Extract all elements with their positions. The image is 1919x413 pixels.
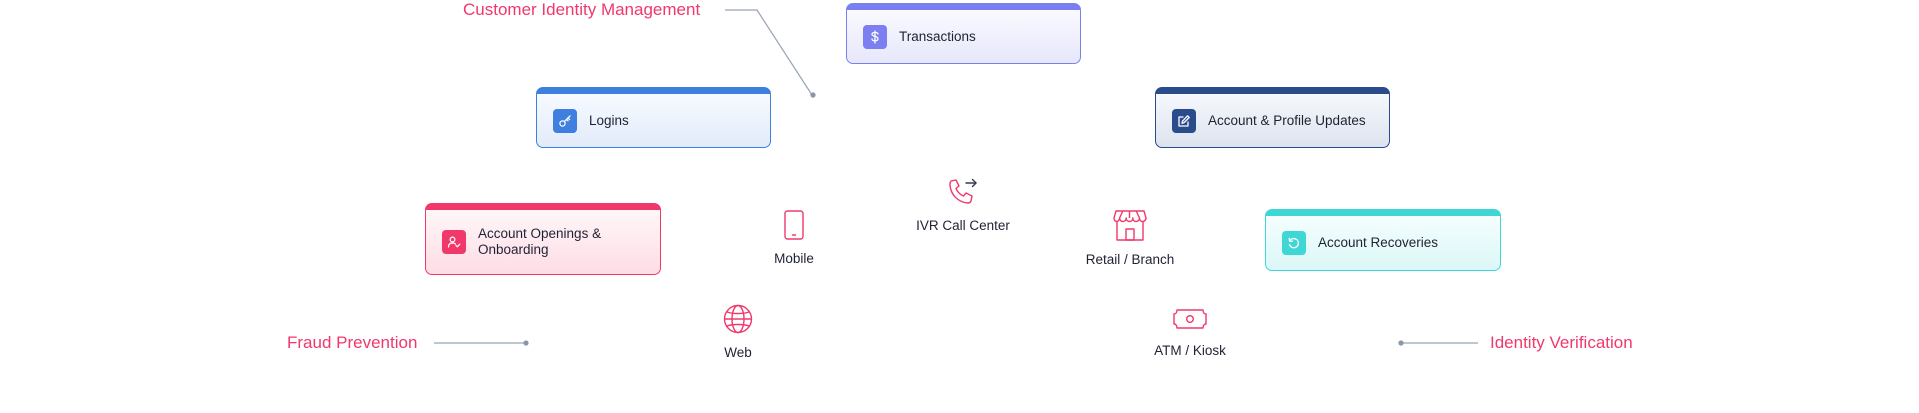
connector-dot (810, 92, 816, 98)
banknote-icon (1173, 309, 1207, 329)
channel-label: Web (724, 345, 752, 360)
channel-label: ATM / Kiosk (1154, 343, 1226, 358)
card-account-recoveries[interactable]: Account Recoveries (1265, 209, 1501, 271)
card-label: Account & Profile Updates (1208, 112, 1366, 128)
globe-icon (723, 304, 753, 334)
key-icon (553, 108, 577, 133)
card-label: Account Openings & Onboarding (478, 226, 602, 257)
callout-customer-identity-management: Customer Identity Management (463, 0, 701, 19)
edit-icon (1172, 108, 1196, 133)
phone-forward-icon (949, 178, 977, 204)
mobile-icon (784, 210, 804, 240)
connector-customer-identity (725, 9, 813, 96)
card-transactions[interactable]: Transactions (846, 3, 1081, 64)
channel-label: Mobile (774, 251, 814, 266)
callout-identity-verification: Identity Verification (1490, 333, 1633, 352)
channel-web: Web (688, 303, 788, 360)
channel-ivr-call-center: IVR Call Center (903, 176, 1023, 233)
channel-atm-kiosk: ATM / Kiosk (1130, 305, 1250, 358)
card-label: Account Recoveries (1318, 235, 1439, 250)
connector-dot (1398, 340, 1404, 346)
refresh-icon (1282, 231, 1306, 255)
callout-fraud-prevention: Fraud Prevention (287, 333, 418, 352)
user-check-icon (442, 230, 466, 254)
dollar-icon (863, 24, 887, 49)
channel-label: Retail / Branch (1085, 252, 1175, 267)
channel-retail-branch: Retail / Branch (1070, 208, 1190, 267)
channel-mobile: Mobile (744, 209, 844, 266)
card-logins[interactable]: Logins (536, 87, 771, 148)
store-icon (1113, 210, 1147, 241)
card-label: Transactions (899, 28, 976, 44)
card-account-profile-updates[interactable]: Account & Profile Updates (1155, 87, 1390, 148)
channel-label: IVR Call Center (916, 218, 1010, 233)
connector-dot (523, 340, 529, 346)
card-account-openings-onboarding[interactable]: Account Openings & Onboarding (425, 203, 661, 275)
card-label: Logins (589, 112, 629, 128)
